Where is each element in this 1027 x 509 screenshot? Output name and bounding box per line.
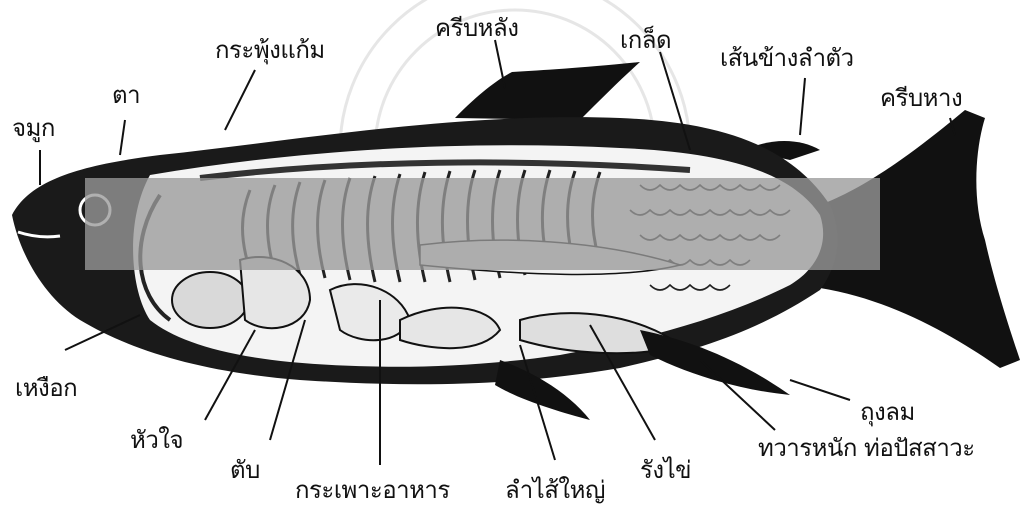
label-nostril: จมูก bbox=[12, 108, 55, 147]
label-heart: หัวใจ bbox=[130, 420, 183, 459]
label-dorsal-fin: ครีบหลัง bbox=[435, 8, 518, 47]
heart-shape bbox=[172, 272, 248, 328]
intestine-shape bbox=[400, 308, 500, 349]
label-stomach: กระเพาะอาหาร bbox=[295, 470, 450, 509]
label-gill: เหงือก bbox=[15, 368, 77, 407]
label-ovary: รังไข่ bbox=[640, 450, 691, 489]
label-liver: ตับ bbox=[230, 450, 260, 489]
label-anus-urinary: ทวารหนัก ท่อปัสสาวะ bbox=[758, 428, 975, 467]
label-tail-fin: ครีบหาง bbox=[880, 78, 962, 117]
label-swim-bladder: ถุงลม bbox=[860, 392, 915, 431]
dorsal-fin-shape bbox=[455, 62, 640, 120]
label-skull: กระพุ้งแก้ม bbox=[215, 30, 325, 69]
label-intestine: ลำไส้ใหญ่ bbox=[505, 470, 605, 509]
label-scales: เกล็ด bbox=[620, 20, 671, 59]
watermark-band bbox=[85, 178, 880, 270]
label-eye: ตา bbox=[112, 75, 140, 114]
label-lateral-line: เส้นข้างลำตัว bbox=[720, 38, 854, 77]
